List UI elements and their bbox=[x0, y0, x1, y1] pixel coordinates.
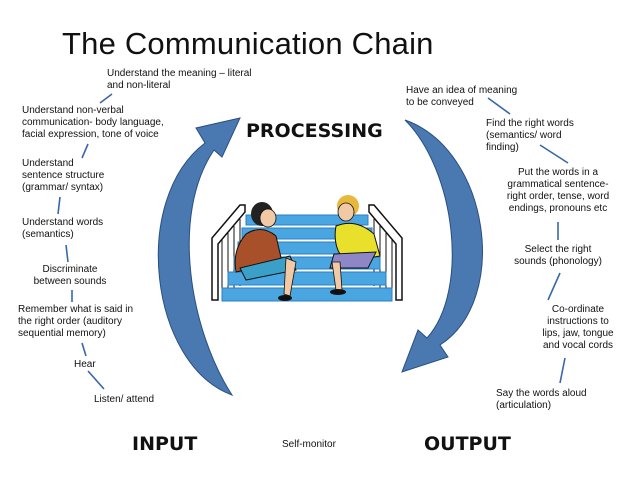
input-step-listen: Listen/ attend bbox=[94, 394, 155, 405]
input-curved-arrow bbox=[157, 117, 241, 396]
output-connectors bbox=[487, 97, 569, 384]
person-listener-illustration bbox=[234, 202, 297, 301]
self-monitor-label: Self-monitor bbox=[282, 439, 336, 450]
output-step-sounds: Select the right sounds (phonology) bbox=[514, 244, 602, 267]
input-step-meaning: Understand the meaning – literal and non… bbox=[107, 68, 252, 91]
input-step-discriminate: Discriminate between sounds bbox=[33, 264, 107, 287]
person-speaker-illustration bbox=[329, 195, 381, 295]
input-step-hear: Hear bbox=[74, 359, 96, 370]
output-curved-arrow bbox=[401, 119, 483, 373]
input-step-nonverbal: Understand non-verbal communication- bod… bbox=[22, 105, 164, 140]
page-title: The Communication Chain bbox=[62, 26, 434, 61]
input-connectors bbox=[57, 93, 113, 390]
processing-heading: PROCESSING bbox=[246, 120, 383, 142]
output-step-find-words: Find the right words (semantics/ word fi… bbox=[486, 118, 574, 153]
input-step-sentence-structure: Understand sentence structure (grammar/ … bbox=[22, 158, 105, 193]
output-step-idea: Have an idea of meaning to be conveyed bbox=[406, 85, 518, 108]
output-step-coordinate: Co-ordinate instructions to lips, jaw, t… bbox=[542, 304, 614, 351]
input-step-remember: Remember what is said in the right order… bbox=[18, 304, 134, 339]
input-step-words: Understand words (semantics) bbox=[22, 217, 104, 240]
input-heading: INPUT bbox=[132, 433, 198, 455]
output-step-say-words: Say the words aloud (articulation) bbox=[496, 388, 587, 411]
output-heading: OUTPUT bbox=[424, 433, 511, 455]
output-step-sentence: Put the words in a grammatical sentence-… bbox=[506, 167, 610, 214]
